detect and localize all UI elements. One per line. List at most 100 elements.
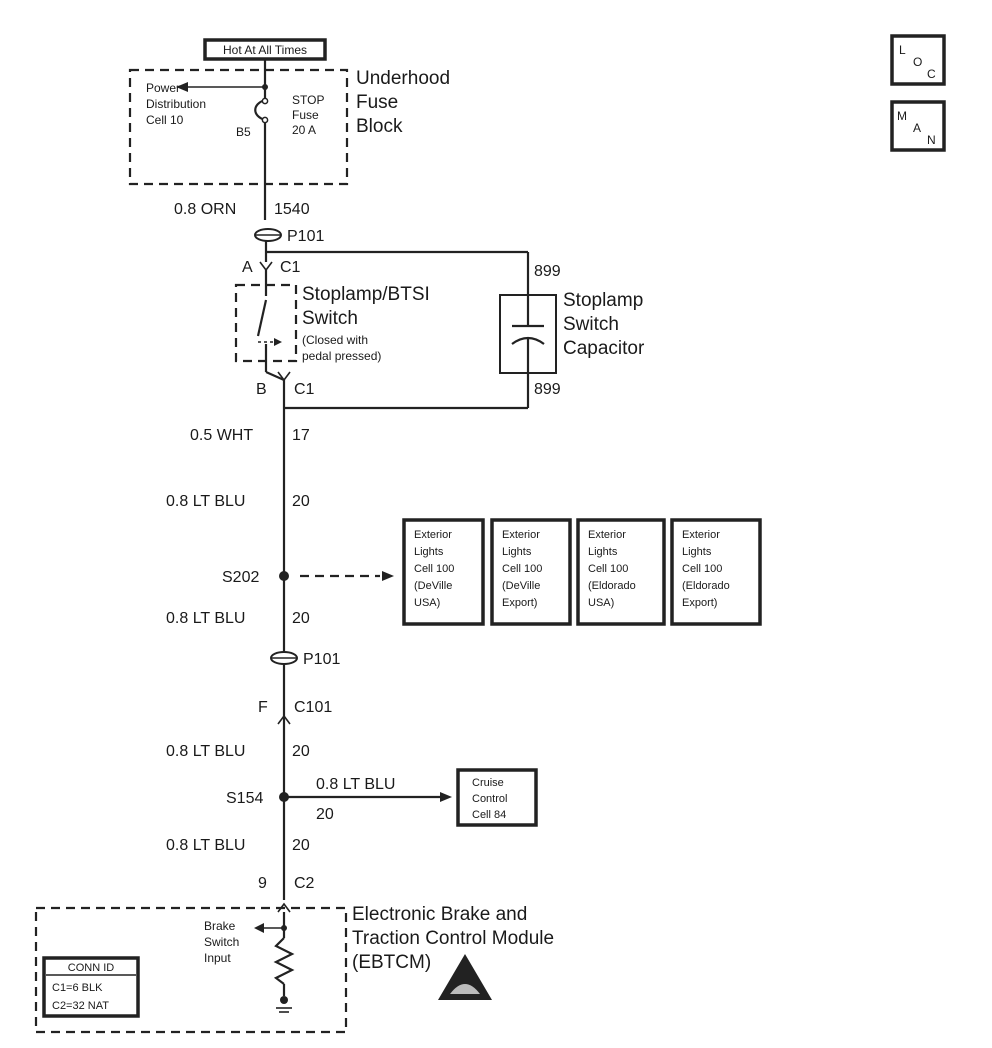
capacitor-name-line2: Switch (563, 314, 619, 335)
pin-a-label: A (242, 259, 253, 276)
esd-warning-icon (438, 954, 492, 1000)
ref1-line3: Cell 100 (414, 563, 454, 575)
stoplamp-switch-note-line2: pedal pressed) (302, 349, 381, 363)
wire-wht-gauge-color: 0.5 WHT (190, 427, 253, 444)
ref3-line2: Lights (588, 546, 618, 558)
splice-s202-icon (279, 571, 289, 581)
fuse-block-name-line2: Fuse (356, 92, 398, 113)
splice-s154-label: S154 (226, 790, 263, 807)
ref4-line5: Export) (682, 597, 717, 609)
ref3-line1: Exterior (588, 529, 626, 541)
conn-id-title: CONN ID (68, 962, 115, 974)
c101-label: C101 (294, 699, 332, 716)
c2-label: C2 (294, 875, 315, 892)
brake-input-arrow-icon (254, 923, 264, 933)
underhood-fuse-block-outline (128, 68, 349, 186)
fuse-block-name-line3: Block (356, 116, 403, 137)
capacitor-circuit-top: 899 (534, 263, 561, 280)
connector-c2-icon (277, 902, 291, 913)
cruise-ref-line3: Cell 84 (472, 809, 506, 821)
man-letter-n: N (927, 133, 936, 147)
p101-label-top: P101 (287, 228, 324, 245)
conn-id-c1: C1=6 BLK (52, 982, 103, 994)
ref2-line2: Lights (502, 546, 532, 558)
man-letter-m: M (897, 109, 907, 123)
s202-branch-arrow-icon (382, 571, 394, 581)
ref3-line3: Cell 100 (588, 563, 628, 575)
ref3-line5: USA) (588, 597, 614, 609)
c1-label-top: C1 (280, 259, 301, 276)
capacitor-circuit-bottom: 899 (534, 381, 561, 398)
power-distribution-line1: Power (146, 81, 180, 95)
wire-wht-circuit: 17 (292, 427, 310, 444)
ref4-line1: Exterior (682, 529, 720, 541)
stoplamp-switch-note-line1: (Closed with (302, 333, 368, 347)
brake-input-line1: Brake (204, 919, 236, 933)
fuse-block-name-line1: Underhood (356, 68, 450, 89)
connector-c101-icon (277, 714, 291, 725)
ref1-line2: Lights (414, 546, 444, 558)
fuse-terminal-label: B5 (236, 125, 251, 139)
pullup-resistor-icon (273, 937, 295, 985)
hot-at-all-times-label: Hot At All Times (223, 43, 307, 57)
ref4-line2: Lights (682, 546, 712, 558)
ref1-line4: (DeVille (414, 580, 452, 592)
cruise-wire-circuit: 20 (316, 806, 334, 823)
capacitor-name-line1: Stoplamp (563, 290, 643, 311)
loc-icon[interactable]: L O C (890, 34, 946, 86)
fuse-name-line1: STOP (292, 93, 324, 107)
s154-branch-arrow-icon (440, 792, 452, 802)
exterior-lights-ref-2[interactable]: Exterior Lights Cell 100 (DeVille Export… (490, 518, 572, 626)
pin-f-label: F (258, 699, 268, 716)
ebtcm-name-line3: (EBTCM) (352, 952, 431, 973)
cruise-control-ref[interactable]: Cruise Control Cell 84 (456, 768, 538, 827)
c1-label-bottom: C1 (294, 381, 315, 398)
wire-ltblu-circuit-3: 20 (292, 743, 310, 760)
connector-c1-pin-a-icon (259, 261, 273, 272)
wire-ltblu-circuit-4: 20 (292, 837, 310, 854)
power-distribution-arrow-icon (176, 82, 188, 92)
pin-9-label: 9 (258, 875, 267, 892)
switch-blade-icon (256, 299, 268, 337)
ebtcm-outline (34, 906, 348, 1034)
ground-node-icon (280, 996, 288, 1004)
ref2-line5: Export) (502, 597, 537, 609)
pin-b-label: B (256, 381, 267, 398)
wire-ltblu-gauge-2: 0.8 LT BLU (166, 610, 245, 627)
exterior-lights-ref-1[interactable]: Exterior Lights Cell 100 (DeVille USA) (402, 518, 485, 626)
p101-label-lower: P101 (303, 651, 340, 668)
capacitor-name-line3: Capacitor (563, 338, 645, 359)
ref1-line1: Exterior (414, 529, 452, 541)
wire-ltblu-gauge-4: 0.8 LT BLU (166, 837, 245, 854)
ebtcm-name-line1: Electronic Brake and (352, 904, 527, 925)
ref1-line5: USA) (414, 597, 440, 609)
power-distribution-line3: Cell 10 (146, 113, 184, 127)
wire-ltblu-gauge-3: 0.8 LT BLU (166, 743, 245, 760)
loc-letter-c: C (927, 67, 936, 81)
ref2-line3: Cell 100 (502, 563, 542, 575)
fuse-name-line3: 20 A (292, 123, 316, 137)
exterior-lights-ref-3[interactable]: Exterior Lights Cell 100 (Eldorado USA) (576, 518, 666, 626)
wire-ltblu-gauge-1: 0.8 LT BLU (166, 493, 245, 510)
ref4-line4: (Eldorado (682, 580, 730, 592)
ref3-line4: (Eldorado (588, 580, 636, 592)
wire-orn-gauge-color: 0.8 ORN (174, 201, 236, 218)
splice-s202-label: S202 (222, 569, 259, 586)
wire-orn-circuit: 1540 (274, 201, 310, 218)
loc-letter-o: O (913, 55, 922, 69)
ref2-line1: Exterior (502, 529, 540, 541)
wire-ltblu-circuit-1: 20 (292, 493, 310, 510)
cruise-wire-gauge-color: 0.8 LT BLU (316, 776, 395, 793)
cruise-ref-line1: Cruise (472, 777, 504, 789)
stoplamp-switch-name-line2: Switch (302, 308, 358, 329)
power-distribution-line2: Distribution (146, 97, 206, 111)
wire-ltblu-circuit-2: 20 (292, 610, 310, 627)
loc-letter-l: L (899, 43, 906, 57)
man-icon[interactable]: M A N (890, 100, 946, 152)
ref2-line4: (DeVille (502, 580, 540, 592)
ref4-line3: Cell 100 (682, 563, 722, 575)
stoplamp-switch-name-line1: Stoplamp/BTSI (302, 284, 430, 305)
exterior-lights-ref-4[interactable]: Exterior Lights Cell 100 (Eldorado Expor… (670, 518, 762, 626)
brake-input-line3: Input (204, 951, 231, 965)
